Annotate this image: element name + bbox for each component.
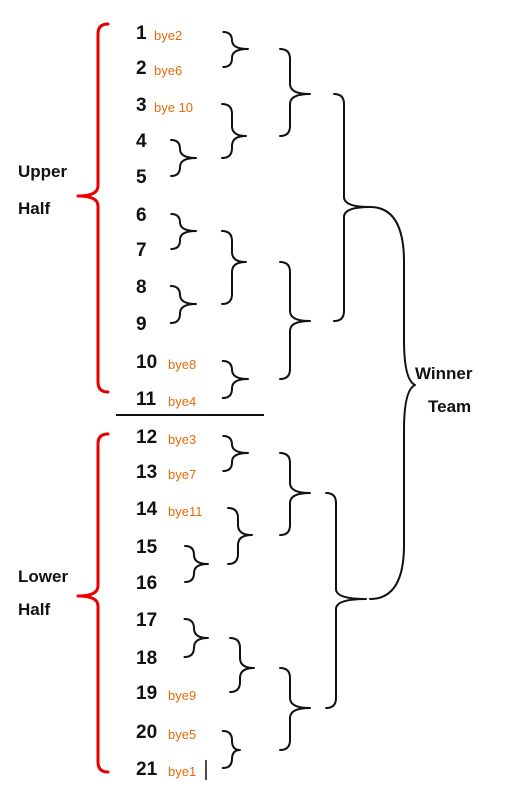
bracket-brace (221, 730, 241, 769)
bracket-brace (169, 285, 197, 324)
bracket-brace (170, 213, 197, 250)
bye-label: bye2 (154, 28, 182, 43)
bracket-brace (222, 435, 249, 472)
team-number: 9 (136, 314, 147, 335)
bracket-brace (229, 637, 255, 693)
bracket-brace (221, 360, 249, 399)
team-number: 2 (136, 58, 147, 79)
bracket-brace (227, 507, 253, 565)
bye-label: bye 10 (154, 100, 193, 115)
bye-label: bye11 (168, 504, 202, 519)
upper-half-brace (76, 22, 110, 394)
bracket-brace (279, 261, 311, 380)
bracket-brace (279, 452, 311, 536)
lower-half-brace (76, 432, 110, 774)
team-number: 12 (136, 427, 157, 448)
team-number: 15 (136, 537, 158, 558)
bracket-brace (170, 139, 197, 177)
bye-label: bye1 (168, 764, 196, 779)
bye-label: bye6 (154, 63, 182, 78)
team-number: 16 (136, 573, 157, 594)
team-number: 21 (136, 759, 158, 780)
team-number: 4 (136, 131, 147, 152)
bracket-brace (333, 93, 371, 322)
lower-half-label-line1: Lower (18, 567, 68, 586)
bye-label: bye5 (168, 727, 196, 742)
team-number: 5 (136, 167, 147, 188)
team-number: 14 (136, 499, 158, 520)
bracket-brace (183, 618, 209, 658)
team-number: 7 (136, 240, 147, 261)
bracket-brace (325, 492, 367, 709)
lower-half-label-line2: Half (18, 600, 50, 619)
bracket-brace (221, 230, 247, 305)
bye-label: bye4 (168, 394, 196, 409)
upper-half-label-line1: Upper (18, 162, 68, 181)
team-number: 13 (136, 462, 157, 483)
final-brace (369, 206, 416, 600)
bye-label: bye3 (168, 432, 196, 447)
team-number: 17 (136, 610, 157, 631)
upper-half-label-line2: Half (18, 199, 50, 218)
team-number: 18 (136, 648, 157, 669)
team-number: 10 (136, 352, 157, 373)
bye-label: bye7 (168, 467, 196, 482)
team-number: 19 (136, 683, 157, 704)
team-number: 3 (136, 95, 147, 116)
team-number: 11 (136, 389, 157, 410)
team-number: 8 (136, 277, 147, 298)
bracket-brace (184, 545, 209, 583)
winner-label-line1: Winner (415, 364, 473, 383)
bracket-brace (221, 103, 247, 159)
team-number: 20 (136, 722, 157, 743)
team-number: 6 (136, 205, 147, 226)
team-number: 1 (136, 23, 147, 44)
bracket-brace (222, 31, 249, 68)
bye-label: bye8 (168, 357, 196, 372)
bracket-brace (279, 48, 311, 137)
bracket-brace (279, 667, 311, 751)
bye-label: bye9 (168, 688, 196, 703)
winner-label-line2: Team (428, 397, 471, 416)
